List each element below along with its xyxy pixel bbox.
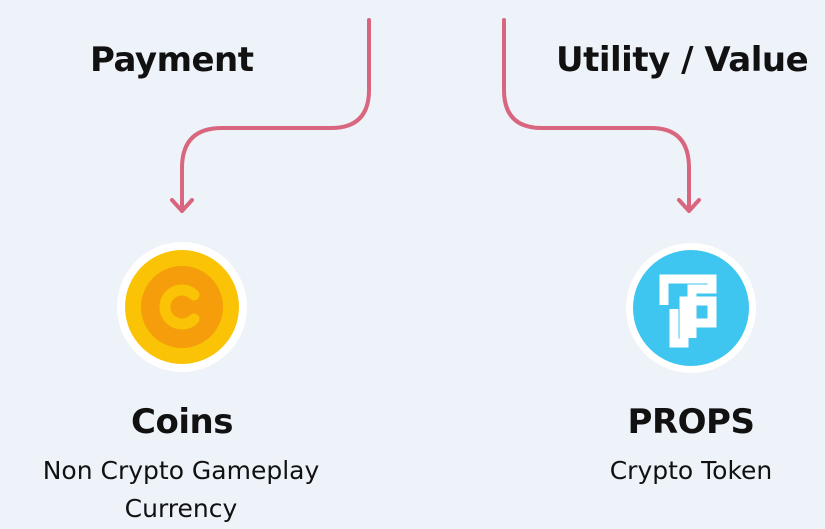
utility-arrowhead: [677, 198, 701, 213]
coin-icon: [117, 242, 247, 372]
coins-subtitle: Non Crypto Gameplay Currency: [0, 452, 362, 528]
coins-subtitle-line1: Non Crypto Gameplay: [42, 456, 320, 485]
props-subtitle-line1: Crypto Token: [609, 456, 773, 485]
payment-connector: [180, 18, 371, 212]
payment-arrowhead: [170, 198, 194, 213]
coins-subtitle-line2: Currency: [124, 494, 238, 523]
utility-value-edge-label: Utility / Value: [556, 40, 809, 80]
utility-connector: [502, 18, 691, 212]
payment-edge-label: Payment: [90, 40, 254, 80]
props-subtitle: Crypto Token: [566, 452, 816, 490]
props-token-icon: [626, 243, 756, 373]
props-title: PROPS: [627, 402, 755, 442]
coins-title: Coins: [131, 402, 233, 442]
